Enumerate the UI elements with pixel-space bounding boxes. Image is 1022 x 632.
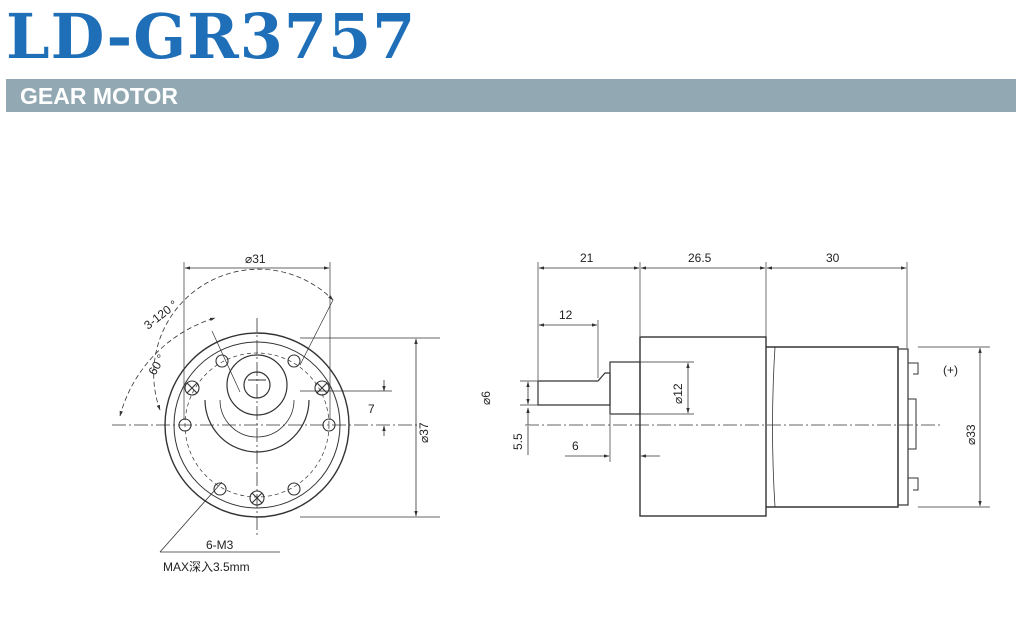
dim-motor-dia: ⌀33 <box>964 424 978 445</box>
dim-gearbox: 26.5 <box>688 251 712 265</box>
dim-shaft-len: 12 <box>559 308 573 322</box>
category-bar: GEAR MOTOR <box>6 79 1016 112</box>
polarity-mark: (+) <box>943 363 958 377</box>
dim-flat-len: 6 <box>572 439 579 453</box>
model-title: LD-GR3757 <box>6 0 417 73</box>
angle-60: 60 ° <box>145 352 168 378</box>
note-thread: 6-M3 <box>206 538 234 552</box>
dim-motor: 30 <box>826 251 840 265</box>
dim-shaft: 21 <box>580 251 594 265</box>
dim-flat: 5.5 <box>511 433 525 450</box>
side-view-labels: 21 26.5 30 12 ⌀6 5.5 6 ⌀12 ⌀33 (+) <box>479 251 978 453</box>
angle-holes: 3-120 ° <box>141 297 180 332</box>
dim-body-dia: ⌀37 <box>417 422 431 443</box>
dim-shaft-dia: ⌀6 <box>479 391 493 405</box>
dim-boss-dia: ⌀12 <box>671 383 685 404</box>
dim-offset: 7 <box>368 402 375 416</box>
dim-outer-dia: ⌀31 <box>245 252 266 266</box>
side-view <box>520 262 990 517</box>
note-depth: MAX深入3.5mm <box>163 560 250 574</box>
front-view <box>112 262 440 553</box>
category-label: GEAR MOTOR <box>20 83 179 109</box>
front-view-labels: ⌀31 ⌀37 7 3-120 ° 60 ° 6-M3 MAX深入3.5mm <box>141 252 431 574</box>
